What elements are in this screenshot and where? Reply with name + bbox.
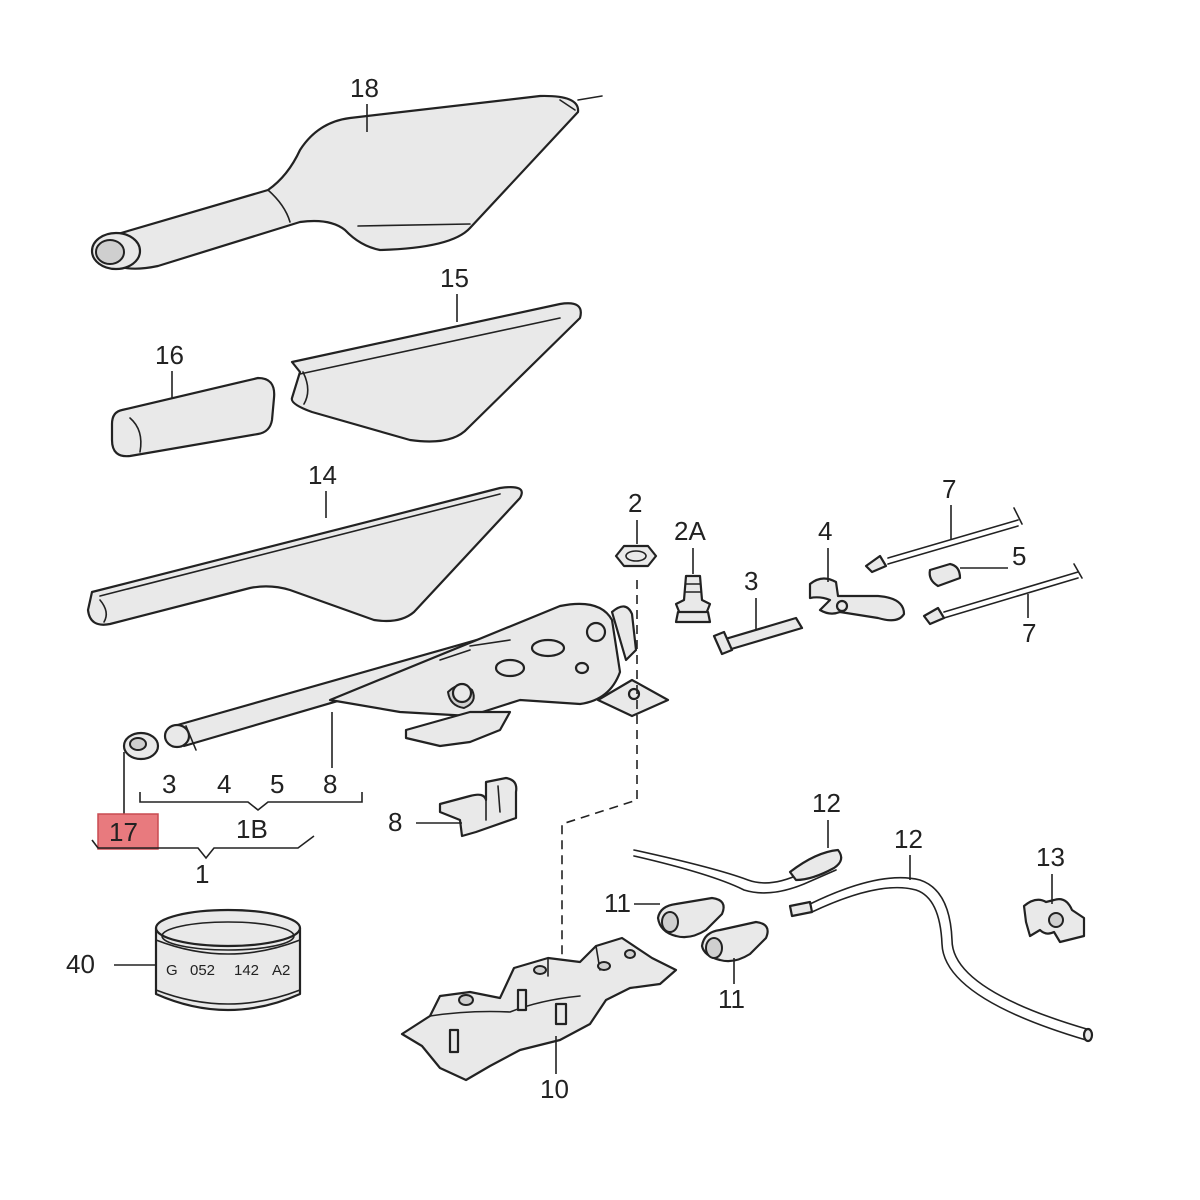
svg-text:11: 11 — [604, 888, 631, 918]
callout-16: 16 — [155, 340, 184, 398]
callout-7-upper: 7 — [942, 474, 956, 540]
callout-8-clip: 8 — [388, 807, 462, 837]
svg-text:17: 17 — [109, 817, 138, 847]
part-15-cover — [290, 302, 582, 443]
part-2a-stud-bolt — [674, 574, 712, 624]
svg-text:A2: A2 — [272, 962, 290, 979]
callout-12-left: 12 — [812, 788, 841, 848]
svg-text:11: 11 — [718, 984, 745, 1014]
callout-13: 13 — [1036, 842, 1065, 904]
svg-text:2A: 2A — [674, 516, 706, 546]
svg-text:15: 15 — [440, 263, 469, 293]
group-1-bracket: 17 1 — [91, 813, 315, 889]
svg-text:2: 2 — [628, 488, 642, 518]
svg-text:7: 7 — [942, 474, 956, 504]
svg-text:16: 16 — [155, 340, 184, 370]
callout-11-upper: 11 — [604, 888, 660, 918]
callout-15: 15 — [440, 263, 469, 322]
svg-text:12: 12 — [812, 788, 841, 818]
svg-text:12: 12 — [894, 824, 923, 854]
part-3-pin — [712, 616, 804, 656]
part-1b-lever-assembly — [163, 602, 670, 751]
part-7-cable-upper — [864, 507, 1023, 574]
mounting-line — [561, 580, 638, 1008]
svg-text:3: 3 — [162, 769, 176, 799]
callout-40: 40 — [66, 949, 156, 979]
part-2-nut — [614, 544, 658, 568]
svg-text:14: 14 — [308, 460, 337, 490]
callout-2: 2 — [628, 488, 642, 544]
callout-12-right: 12 — [894, 824, 923, 880]
part-10-base-plate — [400, 936, 678, 1082]
part-14-lever-cover — [86, 486, 523, 626]
svg-text:1B: 1B — [236, 814, 268, 844]
svg-text:052: 052 — [190, 962, 215, 979]
callout-18: 18 — [350, 73, 379, 132]
svg-text:1: 1 — [195, 859, 209, 889]
part-11-mount-upper — [656, 896, 725, 939]
callout-11-lower: 11 — [718, 958, 745, 1014]
part-18-handle-grip — [90, 94, 603, 271]
group-1b-numbers: 3 4 5 8 1B — [139, 769, 363, 844]
part-17-end-cap — [122, 731, 160, 761]
part-8-clip — [438, 776, 518, 838]
svg-text:40: 40 — [66, 949, 95, 979]
svg-text:8: 8 — [388, 807, 402, 837]
svg-text:5: 5 — [270, 769, 284, 799]
part-4-equalizer — [808, 577, 906, 622]
svg-text:G: G — [166, 962, 178, 979]
svg-text:18: 18 — [350, 73, 379, 103]
part-13-clamp — [1022, 898, 1086, 944]
svg-text:3: 3 — [744, 566, 758, 596]
callout-2a: 2A — [674, 516, 706, 574]
callout-10: 10 — [540, 1036, 569, 1104]
svg-text:5: 5 — [1012, 541, 1026, 571]
part-5-adjuster-nut — [928, 562, 1008, 588]
svg-text:142: 142 — [234, 962, 259, 979]
svg-text:10: 10 — [540, 1074, 569, 1104]
svg-text:7: 7 — [1022, 618, 1036, 648]
callout-5: 5 — [1012, 541, 1026, 571]
callout-14: 14 — [308, 460, 337, 518]
svg-text:13: 13 — [1036, 842, 1065, 872]
svg-text:8: 8 — [323, 769, 337, 799]
part-40-grease-canister: G 052 142 A2 — [154, 908, 302, 1012]
svg-text:4: 4 — [818, 516, 832, 546]
svg-text:4: 4 — [217, 769, 231, 799]
part-16-button-cap — [110, 376, 276, 458]
part-12-pipe-right — [788, 877, 1094, 1043]
callout-7-lower: 7 — [1022, 594, 1036, 648]
callout-3: 3 — [744, 566, 758, 630]
part-7-cable-lower — [922, 563, 1083, 626]
part-11-mount-lower — [700, 920, 769, 963]
highlight-17 — [97, 813, 159, 850]
callout-4: 4 — [818, 516, 832, 582]
part-12-pipe-left — [633, 848, 843, 894]
